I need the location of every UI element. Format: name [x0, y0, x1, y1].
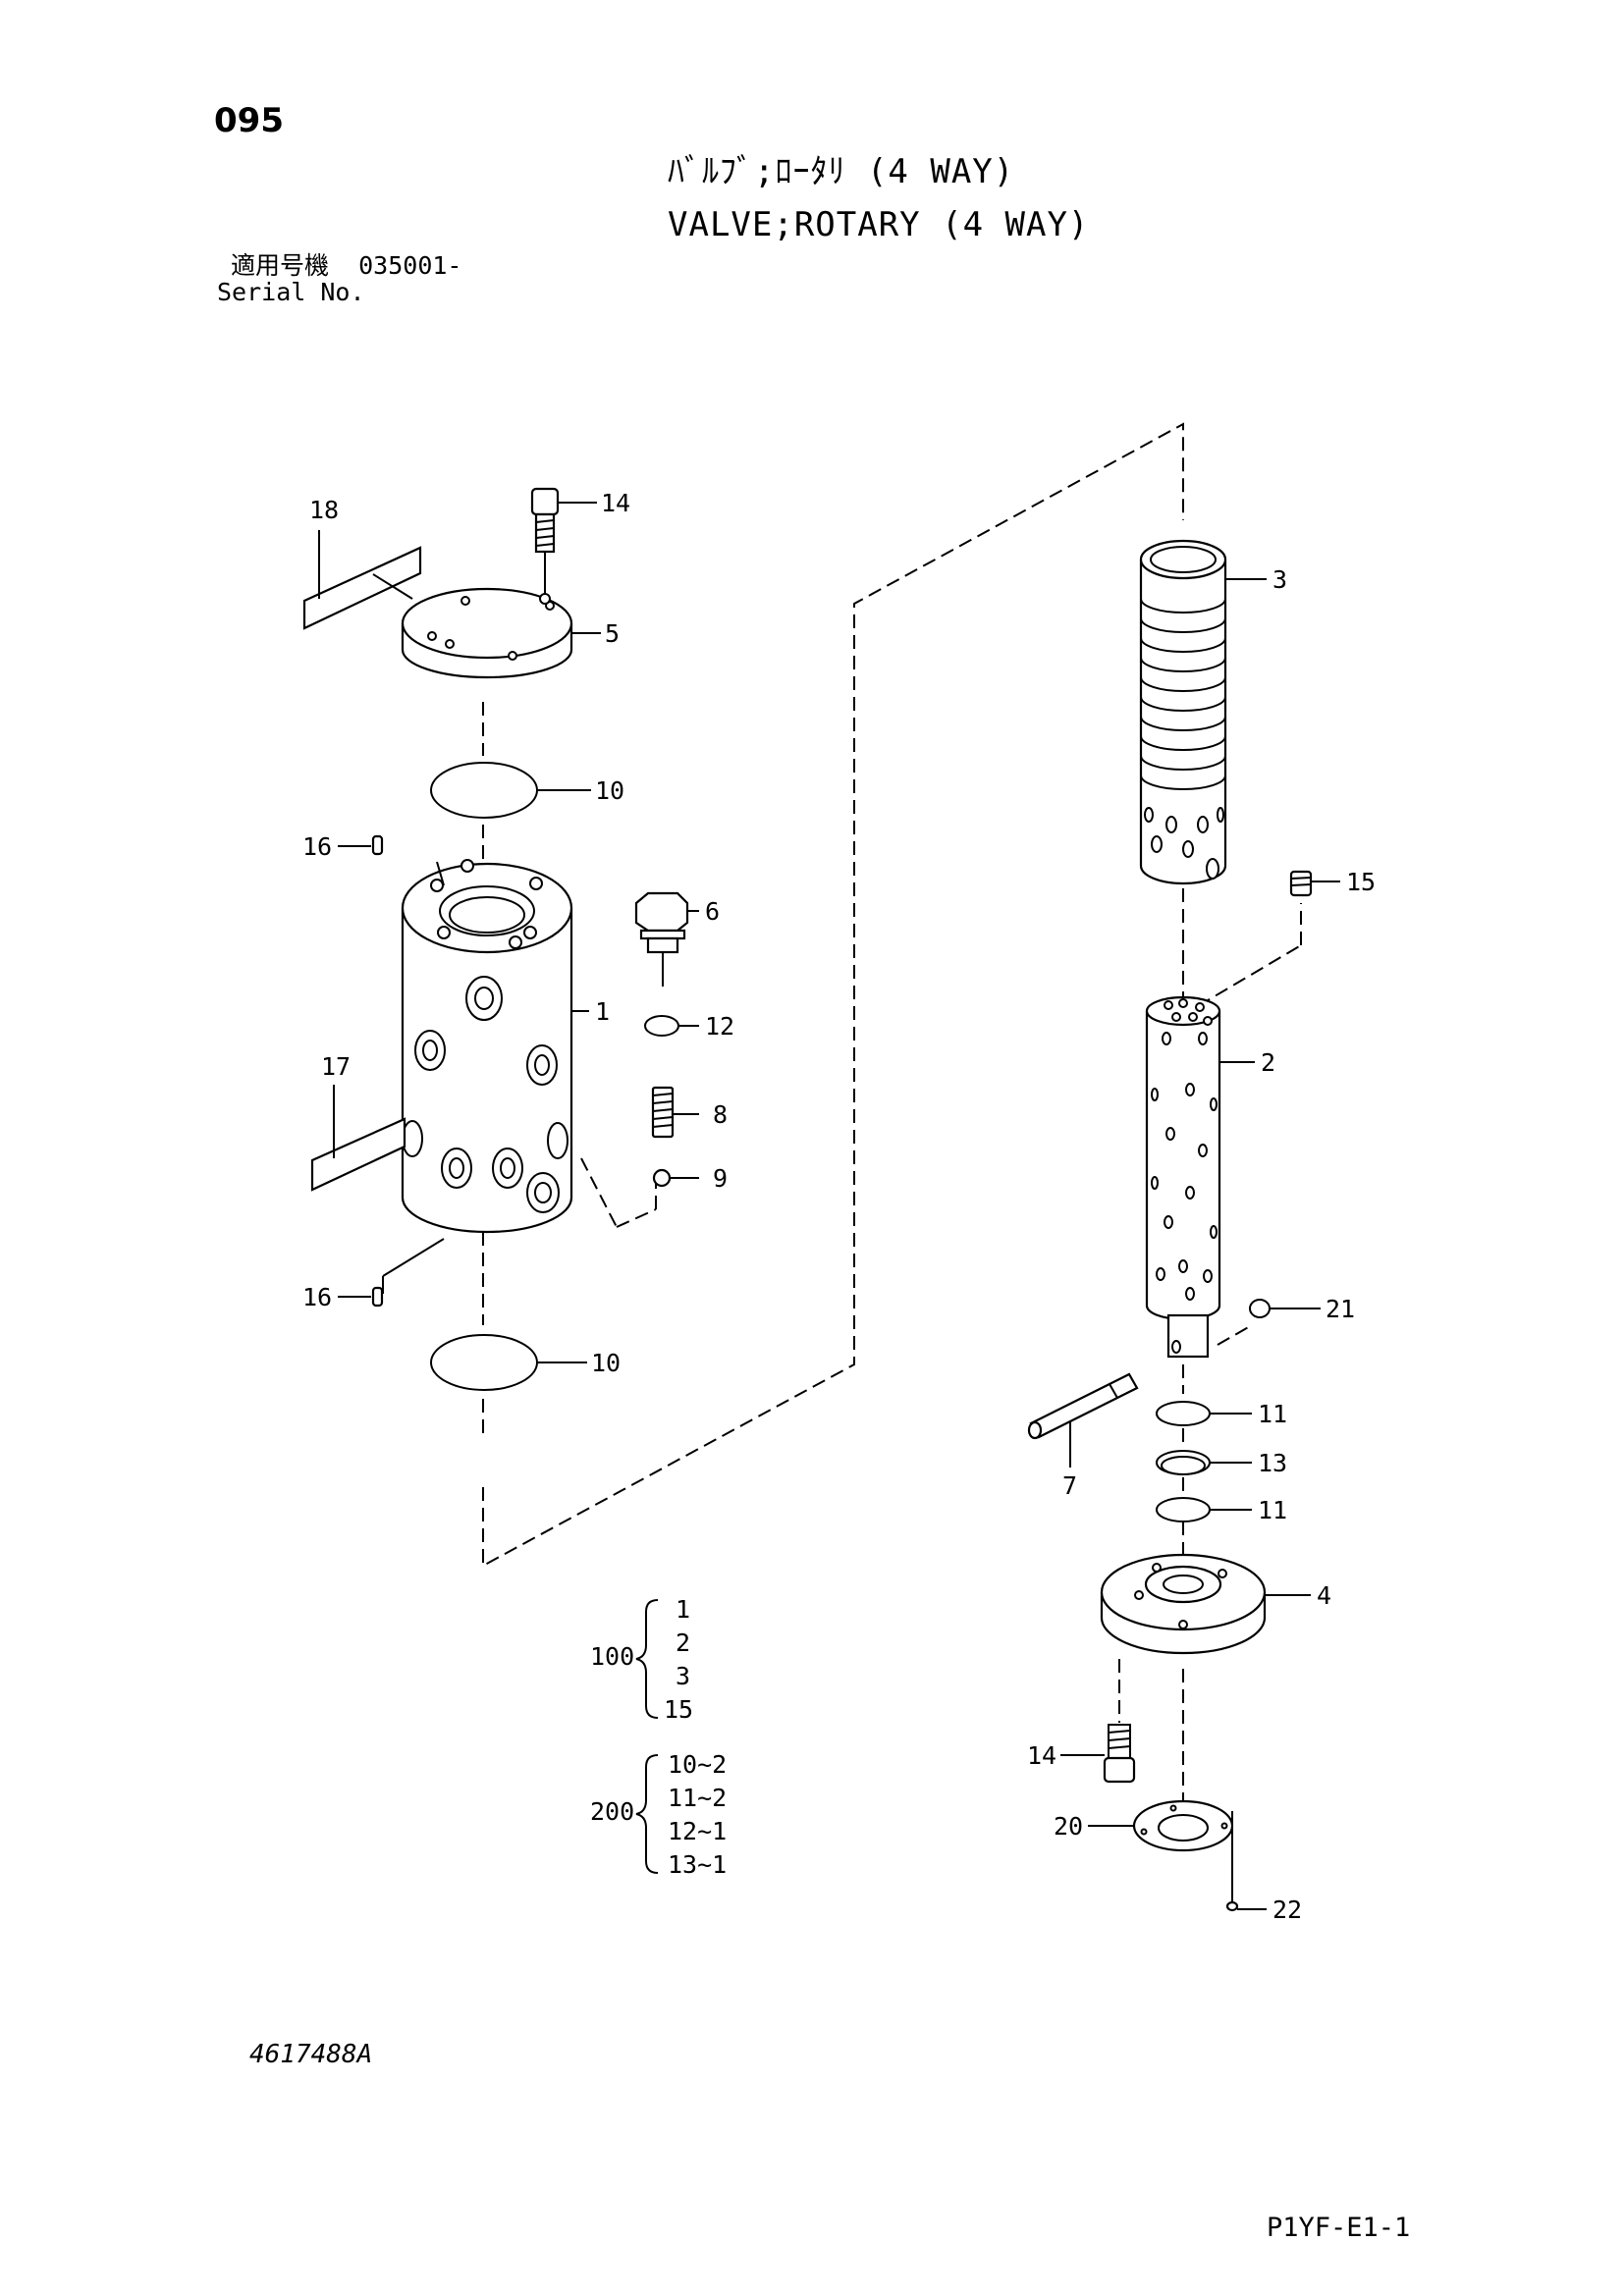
callout-20: 20 [1054, 1812, 1083, 1841]
part-2-rotor [1145, 995, 1221, 1359]
callout-16-lower: 16 [302, 1283, 332, 1311]
callout-16-upper: 16 [302, 832, 332, 861]
callout-12: 12 [705, 1012, 734, 1041]
kit-100-group: 100 1 2 3 15 [590, 1595, 693, 1724]
part-16-pin-upper [371, 834, 384, 856]
kit-100-item: 3 [676, 1662, 690, 1690]
callout-14-bottom: 14 [1027, 1741, 1056, 1770]
part-7-pin [1027, 1372, 1139, 1440]
part-6-plug [634, 891, 689, 987]
serial-line-japanese: 適用号機 035001- [231, 253, 461, 278]
part-13-backup-ring [1156, 1450, 1211, 1475]
part-22-screw [1225, 1826, 1239, 1912]
part-20-gasket [1132, 1799, 1234, 1852]
part-10-o-ring-upper [430, 762, 538, 819]
part-10-o-ring-lower [430, 1334, 538, 1391]
drawing-number: 4617488A [249, 2040, 373, 2069]
title-english: VALVE;ROTARY (4 WAY) [668, 205, 1090, 244]
part-1-valve-body [401, 859, 573, 1234]
serial-label-english: Serial No. [217, 278, 365, 306]
guide-segment [1217, 1324, 1253, 1346]
part-4-flange [1100, 1553, 1267, 1655]
callout-8: 8 [713, 1100, 728, 1129]
callout-18: 18 [309, 496, 339, 524]
part-3-spool [1139, 539, 1227, 885]
kit-100-number: 100 [590, 1642, 634, 1671]
guide-segment [616, 1208, 657, 1228]
part-21-snap-ring [1249, 1299, 1271, 1318]
part-12-o-ring [644, 1015, 679, 1037]
part-17-label-plate [310, 1085, 406, 1192]
sheet-code: P1YF-E1-1 [1267, 2213, 1411, 2243]
kit-200-group: 200 10~2 11~2 12~1 13~1 [590, 1750, 727, 1879]
callout-3: 3 [1272, 565, 1287, 594]
part-11-o-ring-lower [1156, 1497, 1211, 1522]
part-5-cover-plate [401, 587, 573, 679]
part-8-spring [651, 1086, 675, 1139]
kit-200-item: 10~2 [668, 1750, 727, 1779]
callout-17: 17 [321, 1052, 351, 1081]
part-14-socket-bolt-top [530, 487, 560, 594]
callout-5: 5 [605, 619, 620, 648]
callout-10-upper: 10 [595, 776, 624, 805]
part-14-socket-bolt-bottom [1103, 1724, 1136, 1784]
callout-2: 2 [1261, 1048, 1275, 1077]
callout-11-lower: 11 [1258, 1496, 1287, 1524]
callout-15: 15 [1346, 868, 1376, 896]
part-11-o-ring-upper [1156, 1401, 1211, 1426]
title-japanese: ﾊﾞﾙﾌﾞ;ﾛｰﾀﾘ (4 WAY) [668, 152, 1015, 191]
serial-value: 035001- [358, 251, 462, 280]
callout-7: 7 [1062, 1471, 1077, 1500]
callout-11-upper: 11 [1258, 1400, 1287, 1428]
callout-4: 4 [1317, 1581, 1331, 1610]
callout-13: 13 [1258, 1449, 1287, 1477]
serial-label-japanese: 適用号機 [231, 251, 330, 280]
guide-segment [580, 1157, 618, 1228]
part-9-ball [652, 1168, 672, 1188]
kit-200-number: 200 [590, 1797, 634, 1826]
kit-200-item: 13~1 [668, 1850, 727, 1879]
assembly-guide-line [482, 422, 1184, 1568]
kit-100-item: 2 [676, 1629, 690, 1657]
part-15-plug [1289, 870, 1313, 897]
callout-9: 9 [713, 1164, 728, 1193]
callout-1: 1 [595, 997, 610, 1026]
callout-10-lower: 10 [591, 1349, 621, 1377]
part-16-pin-lower [371, 1286, 384, 1308]
kit-200-item: 11~2 [668, 1784, 727, 1812]
callout-14-top: 14 [601, 489, 630, 517]
callout-leaders [338, 502, 1340, 1910]
guide-segment [1197, 944, 1302, 1007]
callout-21: 21 [1326, 1295, 1355, 1323]
kit-100-item: 1 [676, 1595, 690, 1624]
kit-100-item: 15 [664, 1695, 693, 1724]
part-18-label-plate [302, 530, 422, 630]
callout-6: 6 [705, 897, 720, 926]
callout-22: 22 [1272, 1896, 1302, 1924]
kit-200-item: 12~1 [668, 1817, 727, 1845]
page-number: 095 [214, 101, 284, 140]
